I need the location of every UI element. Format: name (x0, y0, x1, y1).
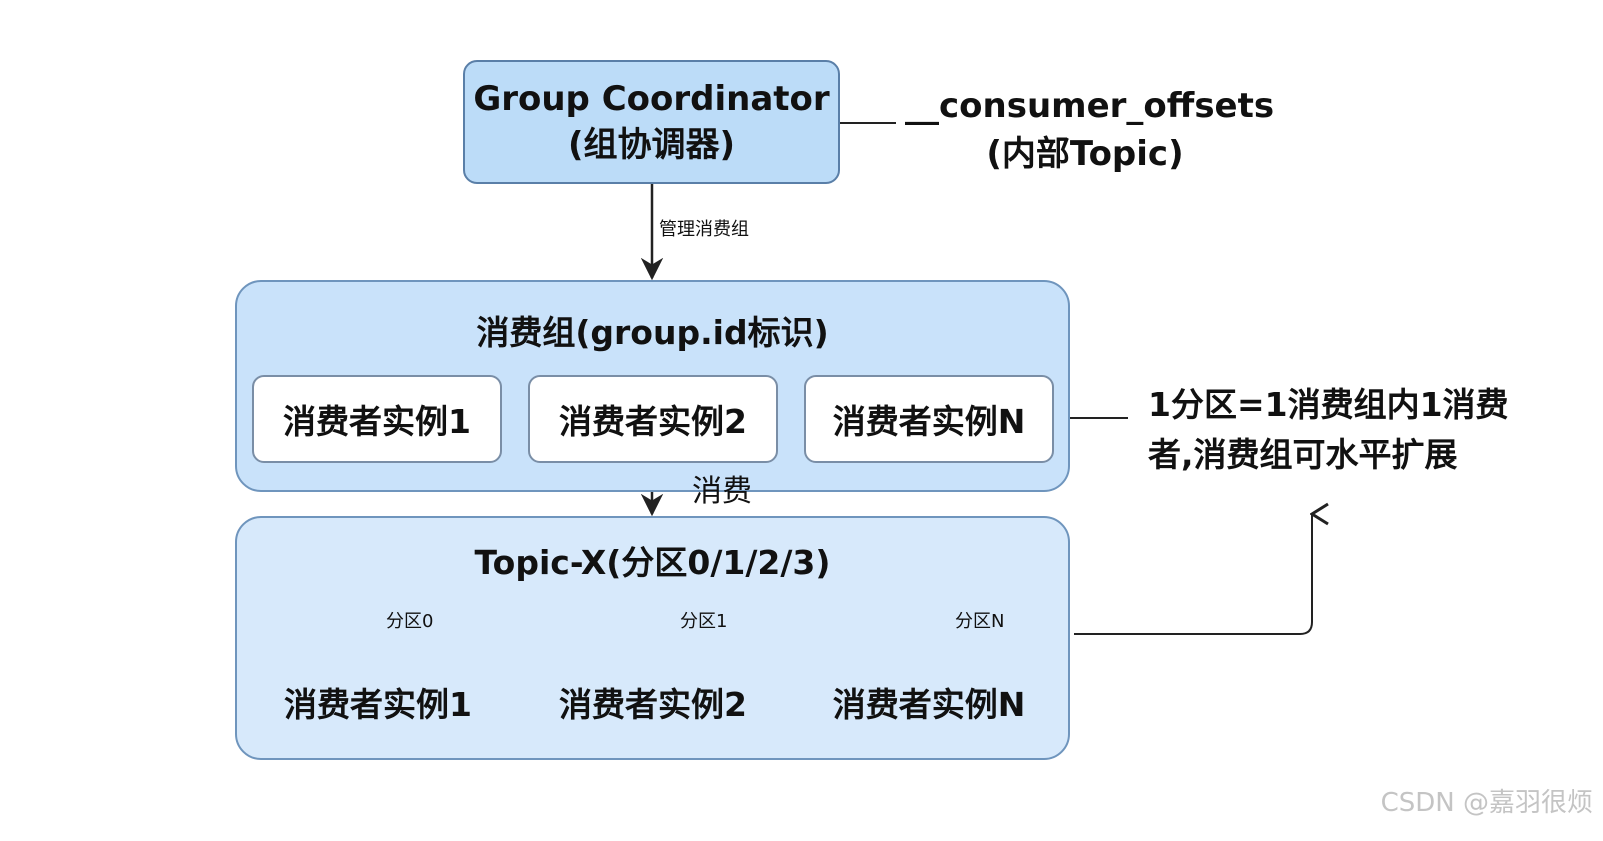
consumer-instance-2: 消费者实例2 (528, 375, 778, 463)
consumer-group-title: 消费组(group.id标识) (476, 313, 829, 352)
coordinator-subtitle: (组协调器) (567, 125, 736, 165)
partition-n-label: 分区N (955, 611, 1005, 632)
scale-arrow (1074, 514, 1312, 635)
group-coordinator-box: Group Coordinator (组协调器) (463, 60, 840, 184)
topic-panel: Topic-X(分区0/1/2/3) (235, 516, 1070, 760)
consumer-instance-n: 消费者实例N (804, 375, 1054, 463)
scaling-note: 1分区=1消费组内1消费 者,消费组可水平扩展 (1148, 380, 1538, 480)
topic-title: Topic-X(分区0/1/2/3) (474, 543, 831, 582)
consume-label: 消费 (692, 474, 752, 509)
scaling-note-line-1: 1分区=1消费组内1消费 (1148, 385, 1509, 424)
partition-cylinder-n-label: 消费者实例N (832, 685, 1026, 724)
partition-cylinder-0-label: 消费者实例1 (284, 685, 472, 724)
offsets-topic-name: __consumer_offsets (905, 86, 1275, 126)
consumer-offsets-label: __consumer_offsets (内部Topic) (905, 82, 1275, 178)
watermark: CSDN @嘉羽很烦 (1380, 788, 1593, 818)
partition-1-label: 分区1 (680, 611, 728, 632)
coordinator-title: Group Coordinator (473, 79, 830, 119)
partition-cylinder-1-label: 消费者实例2 (559, 685, 747, 724)
offsets-topic-desc: (内部Topic) (986, 134, 1184, 174)
manage-group-label: 管理消费组 (659, 219, 749, 240)
partition-0-label: 分区0 (386, 611, 434, 632)
scaling-note-line-2: 者,消费组可水平扩展 (1148, 435, 1458, 474)
consumer-instance-1: 消费者实例1 (252, 375, 502, 463)
